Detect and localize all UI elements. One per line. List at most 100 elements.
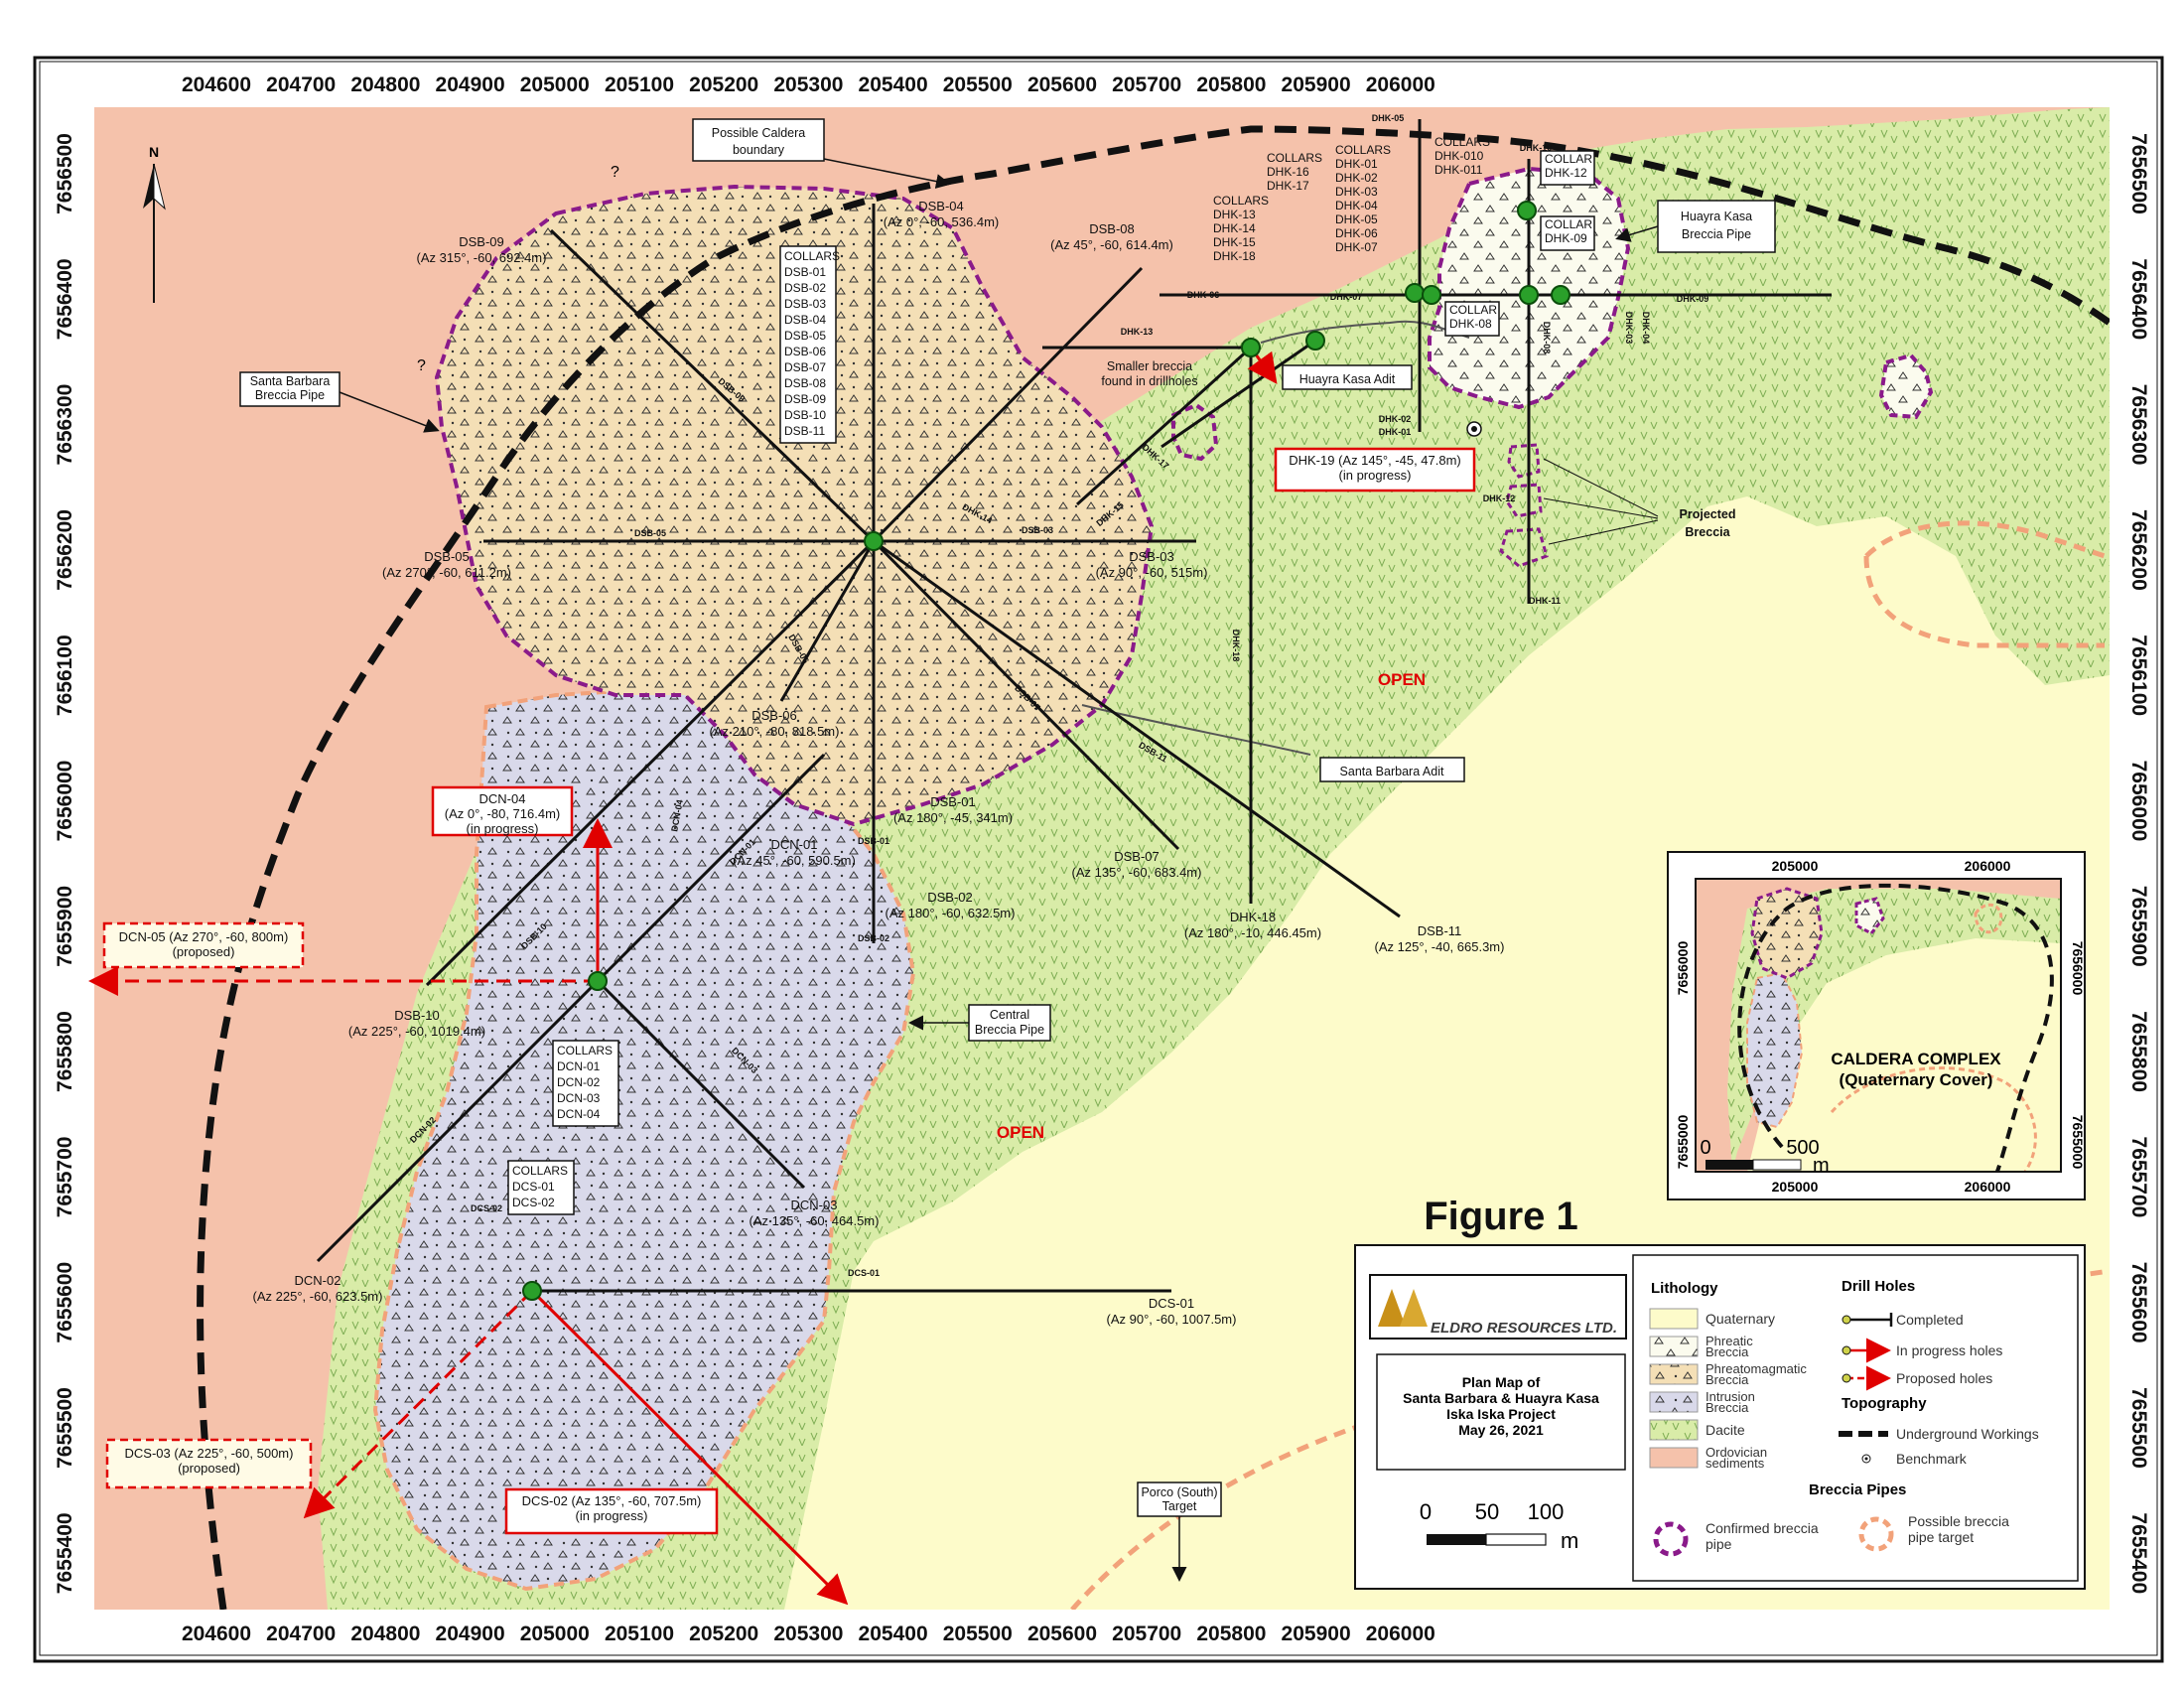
collar-box-line: DCN-01 — [557, 1059, 601, 1073]
collar-dcs[interactable] — [522, 1281, 542, 1301]
svg-text:500: 500 — [1786, 1137, 1819, 1159]
drill-traces-completed — [316, 119, 1832, 1293]
x-tick: 206000 — [1366, 1622, 1435, 1645]
collar-boxes: COLLARSDSB-01DSB-02DSB-03DSB-04DSB-05DSB… — [507, 135, 1595, 1215]
collar-dcn[interactable] — [588, 971, 608, 991]
x-tick: 205300 — [773, 73, 843, 96]
svg-text:found in drillholes: found in drillholes — [1101, 374, 1197, 388]
huayra-pipe-label: Huayra Kasa Breccia Pipe — [1615, 200, 1776, 253]
trace-label: DHK-01 — [1379, 427, 1412, 437]
svg-text:Smaller breccia: Smaller breccia — [1107, 359, 1192, 373]
collar-box-line: COLLARS — [512, 1164, 568, 1178]
x-tick: 204800 — [350, 73, 420, 96]
proposed-box — [102, 921, 305, 969]
svg-text:0: 0 — [1420, 1499, 1432, 1524]
svg-text:May 26, 2021: May 26, 2021 — [1458, 1422, 1544, 1438]
question-mark-2: ? — [417, 357, 426, 374]
collar-dhk-g[interactable] — [1422, 285, 1441, 305]
santa-barbara-adit-label: Santa Barbara Adit — [1319, 757, 1465, 782]
lithology-label: Dacite — [1706, 1422, 1745, 1438]
hole-label: DSB-11 — [1418, 923, 1462, 938]
inset-map: 205000 206000 205000 206000 7656000 7655… — [1667, 851, 2086, 1200]
x-tick: 205600 — [1027, 73, 1097, 96]
collar-box-line: DCN-03 — [557, 1091, 601, 1105]
x-tick: 205900 — [1282, 1622, 1351, 1645]
svg-text:m: m — [1813, 1155, 1830, 1177]
hole-label: DHK-18 — [1230, 910, 1276, 924]
svg-text:Plan Map of: Plan Map of — [1462, 1374, 1541, 1390]
hole-label: DCN-01 — [771, 837, 818, 852]
lithology-swatch — [1649, 1308, 1699, 1330]
svg-text:205000: 205000 — [1772, 858, 1819, 874]
y-tick: 7655700 — [2127, 1137, 2150, 1218]
svg-text:0: 0 — [1700, 1137, 1710, 1159]
small-breccia-pipe-east — [1878, 353, 1934, 420]
hole-label: (Az 135°, -60, 464.5m) — [750, 1213, 880, 1228]
collar-markers — [522, 201, 1570, 1301]
trace-label: DHK-04 — [1641, 312, 1651, 345]
collar-dhk-f[interactable] — [1551, 285, 1570, 305]
svg-text:(Quaternary Cover): (Quaternary Cover) — [1840, 1070, 1993, 1089]
svg-text:Projected: Projected — [1680, 507, 1736, 521]
x-tick: 204600 — [182, 73, 251, 96]
right-axis: 7656500765640076563007656200765610076560… — [2127, 133, 2150, 1594]
proposed-box — [105, 1438, 313, 1489]
title-box — [1376, 1353, 1626, 1471]
y-tick: 7655900 — [2127, 886, 2150, 967]
hole-label: (Az 225°, -60, 1019.4m) — [348, 1024, 485, 1039]
hole-label: DCN-04 — [479, 791, 526, 806]
y-tick: 7656400 — [2127, 258, 2150, 340]
collar-box-line: DSB-06 — [784, 345, 826, 358]
collar-dsb[interactable] — [864, 531, 884, 551]
projected-breccia-label: Projected Breccia — [1543, 458, 1736, 545]
svg-text:Breccia Pipe: Breccia Pipe — [1682, 227, 1751, 241]
y-tick: 7656000 — [2127, 761, 2150, 842]
collar-box-line: COLLAR — [1449, 303, 1497, 317]
hole-label: (Az 135°, -60, 683.4m) — [1072, 865, 1202, 880]
collar-dhk-e[interactable] — [1517, 201, 1537, 220]
collar-dhk-b[interactable] — [1305, 331, 1325, 351]
hole-label: (Az 45°, -60, 590.5m) — [733, 853, 856, 868]
hole-label: DCS-03 (Az 225°, -60, 500m) — [125, 1446, 294, 1461]
hole-label: (in progress) — [1339, 468, 1412, 483]
svg-text:7656000: 7656000 — [1675, 941, 1691, 996]
trace-label: DHK-05 — [1372, 113, 1405, 123]
collar-box-line: DSB-04 — [784, 313, 826, 327]
hole-label: DSB-10 — [394, 1008, 440, 1023]
porco-target-label: Porco (South) Target — [1137, 1481, 1222, 1582]
collar-dhk-c[interactable] — [1405, 283, 1425, 303]
collar-dhk-d[interactable] — [1519, 285, 1539, 305]
x-tick: 204800 — [350, 1622, 420, 1645]
svg-text:m: m — [1561, 1528, 1578, 1553]
y-tick: 7656100 — [2127, 635, 2150, 716]
collar-box-line: DHK-12 — [1545, 166, 1587, 180]
hole-label: (Az 315°, -60, 692.4m) — [417, 250, 547, 265]
collar-box-line: COLLARS — [784, 249, 840, 263]
in-progress-box — [1274, 447, 1476, 493]
collar-box-line: DHK-02 — [1335, 171, 1378, 185]
hole-label: (Az 0°, -80, 716.4m) — [445, 806, 560, 821]
y-tick: 7655400 — [2127, 1512, 2150, 1594]
collar-box-line: DSB-11 — [784, 424, 825, 438]
lithology-label: Breccia — [1706, 1344, 1749, 1359]
hole-label: DSB-03 — [1129, 549, 1174, 564]
open-label-1: OPEN — [1378, 670, 1426, 689]
lithology-label: Phreatic — [1706, 1334, 1753, 1348]
svg-text:Target: Target — [1162, 1499, 1197, 1513]
collar-box-line: COLLARS — [557, 1044, 613, 1058]
y-tick: 7656500 — [2127, 133, 2150, 214]
collar-dhk-a[interactable] — [1241, 338, 1261, 357]
collar-box-line: DCN-02 — [557, 1075, 601, 1089]
svg-text:Confirmed breccia: Confirmed breccia — [1706, 1520, 1819, 1536]
y-tick: 7655600 — [2127, 1262, 2150, 1343]
projected-breccia-2 — [1505, 483, 1543, 518]
collar-box-line: DHK-05 — [1335, 212, 1378, 226]
svg-text:Huayra Kasa Adit: Huayra Kasa Adit — [1299, 372, 1396, 386]
x-tick: 205800 — [1196, 1622, 1266, 1645]
hole-label: (in progress) — [467, 821, 539, 836]
svg-text:pipe: pipe — [1706, 1536, 1732, 1552]
collar-box-line: DSB-09 — [784, 392, 826, 406]
y-tick: 7655800 — [54, 1011, 76, 1092]
hole-label: DCN-02 — [295, 1273, 341, 1288]
collar-box-line: DHK-09 — [1545, 231, 1587, 245]
